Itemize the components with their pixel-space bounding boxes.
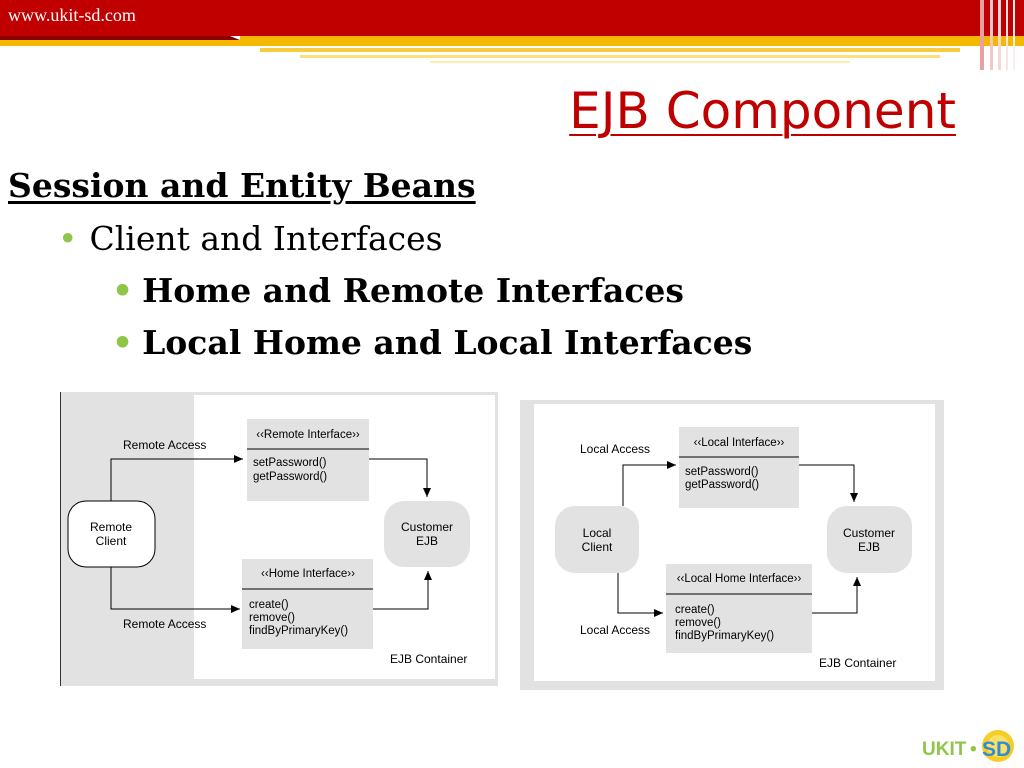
- customer-ejb-label-2: EJB: [858, 540, 880, 554]
- home-method: create(): [249, 599, 289, 611]
- local-client-label-2: Client: [582, 540, 613, 554]
- section-heading: Session and Entity Beans: [8, 166, 476, 205]
- bullet-home-remote: •Home and Remote Interfaces: [112, 271, 684, 310]
- local-method: getPassword(): [685, 479, 759, 491]
- bullet-text: Client and Interfaces: [89, 219, 443, 258]
- top-banner: [0, 0, 1024, 70]
- local-access-top-label: Local Access: [580, 442, 650, 456]
- logo-text-right: SD: [982, 738, 1011, 761]
- local-home-interface-box: [666, 564, 812, 653]
- local-home-method: create(): [675, 604, 715, 616]
- bullet-local-home: •Local Home and Local Interfaces: [112, 323, 752, 362]
- customer-ejb-label-1: Customer: [843, 526, 895, 540]
- bullet-client-interfaces: • Client and Interfaces: [58, 219, 443, 258]
- logo-text-left: UKIT: [922, 739, 967, 760]
- customer-ejb-label-2: EJB: [416, 534, 438, 548]
- bullet-dot-icon: •: [58, 219, 78, 258]
- customer-ejb-node: [827, 506, 912, 573]
- remote-client-label-2: Client: [96, 534, 127, 548]
- customer-ejb-label-1: Customer: [401, 520, 453, 534]
- local-client-node: [555, 506, 639, 573]
- bullet-text: Local Home and Local Interfaces: [142, 323, 753, 362]
- local-access-bottom-label: Local Access: [580, 623, 650, 637]
- remote-interface-box: [247, 419, 369, 501]
- site-url[interactable]: www.ukit-sd.com: [8, 5, 136, 25]
- remote-access-bottom-label: Remote Access: [123, 617, 206, 631]
- customer-ejb-node: [384, 501, 470, 567]
- remote-client-label-1: Remote: [90, 520, 132, 534]
- local-access-diagram: Local Access Local Access Local Client ‹…: [520, 400, 944, 690]
- remote-interface-name: ‹‹Remote Interface››: [256, 429, 360, 441]
- local-method: setPassword(): [685, 466, 759, 478]
- local-home-method: findByPrimaryKey(): [675, 630, 774, 642]
- local-home-interface-name: ‹‹Local Home Interface››: [677, 573, 802, 585]
- bullet-dot-icon: •: [112, 271, 134, 310]
- remote-method: setPassword(): [253, 457, 327, 469]
- bullet-dot-icon: •: [112, 323, 134, 362]
- local-interface-name: ‹‹Local Interface››: [694, 437, 785, 449]
- local-interface-box: [679, 427, 799, 508]
- remote-access-diagram: Remote Access Remote Access Remote Clien…: [60, 392, 498, 686]
- remote-method: getPassword(): [253, 471, 327, 483]
- slide-title: EJB Component: [569, 82, 956, 140]
- logo-separator: •: [970, 739, 977, 760]
- bullet-text: Home and Remote Interfaces: [142, 271, 684, 310]
- home-method: remove(): [249, 612, 295, 624]
- ukit-sd-logo: UKIT • SD: [922, 730, 1014, 762]
- home-interface-box: [242, 559, 373, 649]
- remote-access-top-label: Remote Access: [123, 438, 206, 452]
- ejb-container-label: EJB Container: [819, 656, 896, 670]
- local-client-label-1: Local: [583, 526, 612, 540]
- home-method: findByPrimaryKey(): [249, 625, 348, 637]
- ejb-container-label: EJB Container: [390, 652, 467, 666]
- home-interface-name: ‹‹Home Interface››: [261, 568, 355, 580]
- local-home-method: remove(): [675, 617, 721, 629]
